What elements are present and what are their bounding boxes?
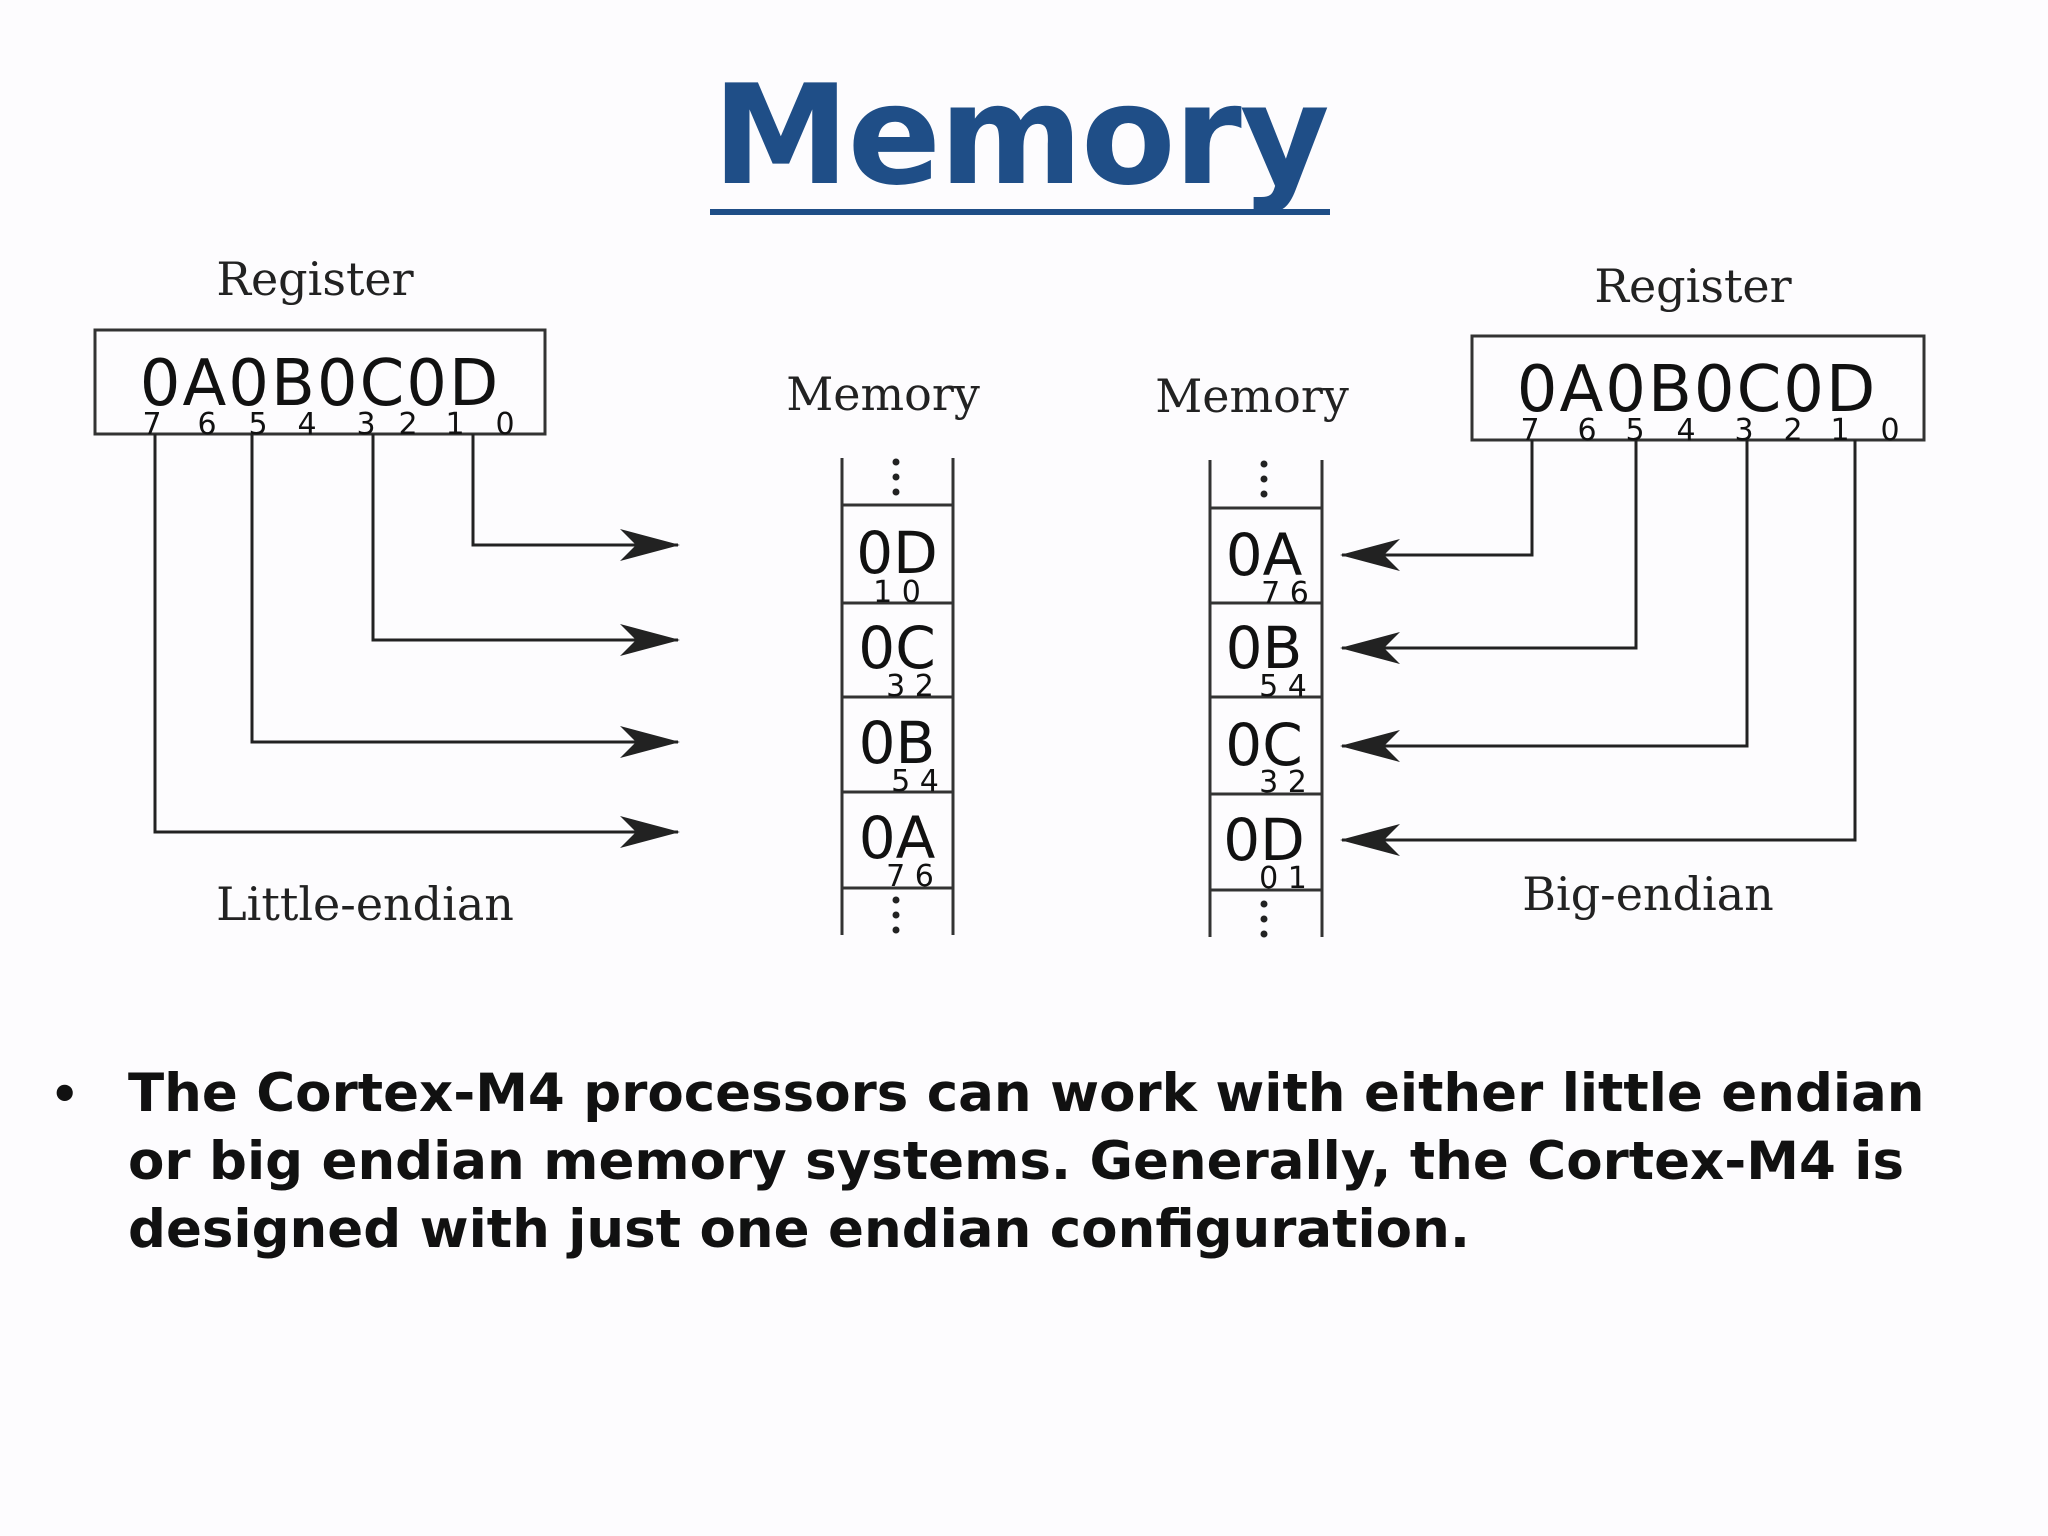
left-arrow-byte1 (371, 434, 680, 656)
right-cell-3-bits: 0 1 (1259, 861, 1307, 896)
right-register-value: 0A0B0C0D (1517, 353, 1878, 427)
right-arrows (1340, 440, 1857, 856)
slide-title-text: Memory (710, 55, 1330, 216)
left-cell-1-bits: 3 2 (886, 669, 934, 704)
right-bit-5: 5 (1625, 413, 1644, 448)
left-cell-3-bits: 7 6 (886, 859, 934, 894)
right-cell-1-value: 0B (1226, 614, 1303, 682)
left-bit-7: 7 (142, 407, 161, 442)
left-bit-2: 2 (398, 407, 417, 442)
left-memory-column (840, 458, 955, 935)
right-arrow-byte3 (1340, 440, 1534, 571)
right-memory-column (1208, 460, 1324, 937)
right-cell-1-bits: 5 4 (1259, 669, 1307, 704)
left-cell-3-value: 0A (859, 804, 936, 872)
right-bit-7: 7 (1520, 413, 1539, 448)
left-arrow-byte3 (153, 434, 680, 848)
right-bit-4: 4 (1676, 413, 1695, 448)
right-cell-3-value: 0D (1223, 806, 1305, 874)
left-register-box (93, 328, 547, 436)
bullet-marker: • (50, 1067, 80, 1121)
big-endian-diagram: Register 0A0B0C0D 7 6 5 4 3 2 1 0 Big-en… (1155, 259, 1926, 938)
slide-title: Memory (0, 55, 2040, 216)
left-register-value: 0A0B0C0D (140, 347, 501, 421)
little-endian-caption: Little-endian (216, 877, 514, 931)
left-arrow-byte0 (471, 434, 680, 561)
left-bit-5: 5 (248, 407, 267, 442)
left-bit-6: 6 (197, 407, 216, 442)
right-bit-3: 3 (1734, 413, 1753, 448)
left-cell-2-bits: 5 4 (891, 764, 939, 799)
bullet-text: The Cortex-M4 processors can work with e… (128, 1063, 1925, 1260)
right-arrow-byte1 (1340, 440, 1749, 762)
left-bit-3: 3 (356, 407, 375, 442)
right-bit-6: 6 (1577, 413, 1596, 448)
right-bit-numbers: 7 6 5 4 3 2 1 0 (1520, 413, 1899, 448)
little-endian-diagram: Register 0A0B0C0D 7 6 5 4 3 2 1 0 Little… (93, 252, 980, 935)
big-endian-caption: Big-endian (1522, 867, 1774, 921)
right-cell-0-value: 0A (1226, 521, 1303, 589)
left-cell-1-value: 0C (858, 614, 935, 682)
right-arrow-byte0 (1340, 440, 1857, 856)
left-memory-cells: 0D 1 0 0C 3 2 0B 5 4 0A 7 6 (856, 519, 939, 894)
left-memory-ellipsis (892, 458, 900, 934)
left-cell-0-value: 0D (856, 519, 938, 587)
left-arrows (153, 434, 680, 848)
left-memory-label: Memory (786, 367, 980, 421)
right-bit-2: 2 (1783, 413, 1802, 448)
right-bit-1: 1 (1830, 413, 1849, 448)
right-cell-2-bits: 3 2 (1259, 765, 1307, 800)
left-cell-0-bits: 1 0 (873, 575, 921, 610)
left-bit-0: 0 (495, 407, 514, 442)
right-cell-2-value: 0C (1225, 711, 1302, 779)
right-arrow-byte2 (1340, 440, 1638, 664)
left-arrow-byte2 (250, 434, 680, 758)
right-register-box (1470, 334, 1926, 442)
right-cell-0-bits: 7 6 (1261, 576, 1309, 611)
right-bit-0: 0 (1880, 413, 1899, 448)
endianness-diagram: Register 0A0B0C0D 7 6 5 4 3 2 1 0 Little… (93, 252, 1926, 938)
right-memory-cells: 0A 7 6 0B 5 4 0C 3 2 0D 0 1 (1223, 521, 1309, 896)
right-memory-ellipsis (1260, 460, 1268, 938)
right-memory-label: Memory (1155, 369, 1349, 423)
right-register-label: Register (1594, 259, 1791, 313)
left-bit-numbers: 7 6 5 4 3 2 1 0 (142, 407, 514, 442)
left-register-label: Register (216, 252, 413, 306)
left-bit-1: 1 (445, 407, 464, 442)
left-bit-4: 4 (297, 407, 316, 442)
left-cell-2-value: 0B (859, 709, 936, 777)
